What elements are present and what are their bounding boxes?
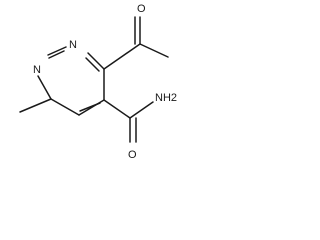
bond-c3-carbonyl <box>103 43 141 70</box>
atom-label-n2: N <box>69 39 77 51</box>
bond-n1-n2-inner <box>48 50 65 59</box>
bond-c6-methyl <box>19 98 52 113</box>
bond-carbonyl-methyl <box>139 43 169 58</box>
atom-label-n1: N <box>33 64 41 76</box>
bond-c6-c5 <box>50 98 80 116</box>
atom-label-amide-oxygen: O <box>128 149 137 161</box>
bond-c3-n2 <box>87 52 105 70</box>
atom-labels: N N O O NH2 <box>33 3 177 161</box>
bond-amide-carbon-nitrogen <box>129 101 154 119</box>
atom-label-amide-nh2: NH2 <box>155 92 177 104</box>
atom-label-acetyl-oxygen: O <box>137 3 146 15</box>
bond-n2-n1 <box>47 46 67 56</box>
bond-c4-c4-inner <box>79 102 101 112</box>
chemical-structure-diagram: N N O O NH2 <box>19 3 177 161</box>
bond-c3-n2-inner <box>85 57 100 72</box>
bond-c5-c4 <box>78 99 105 116</box>
bond-n1-c6 <box>37 75 52 100</box>
bonds <box>19 16 169 143</box>
bond-c4-amide-carbon <box>103 99 131 119</box>
